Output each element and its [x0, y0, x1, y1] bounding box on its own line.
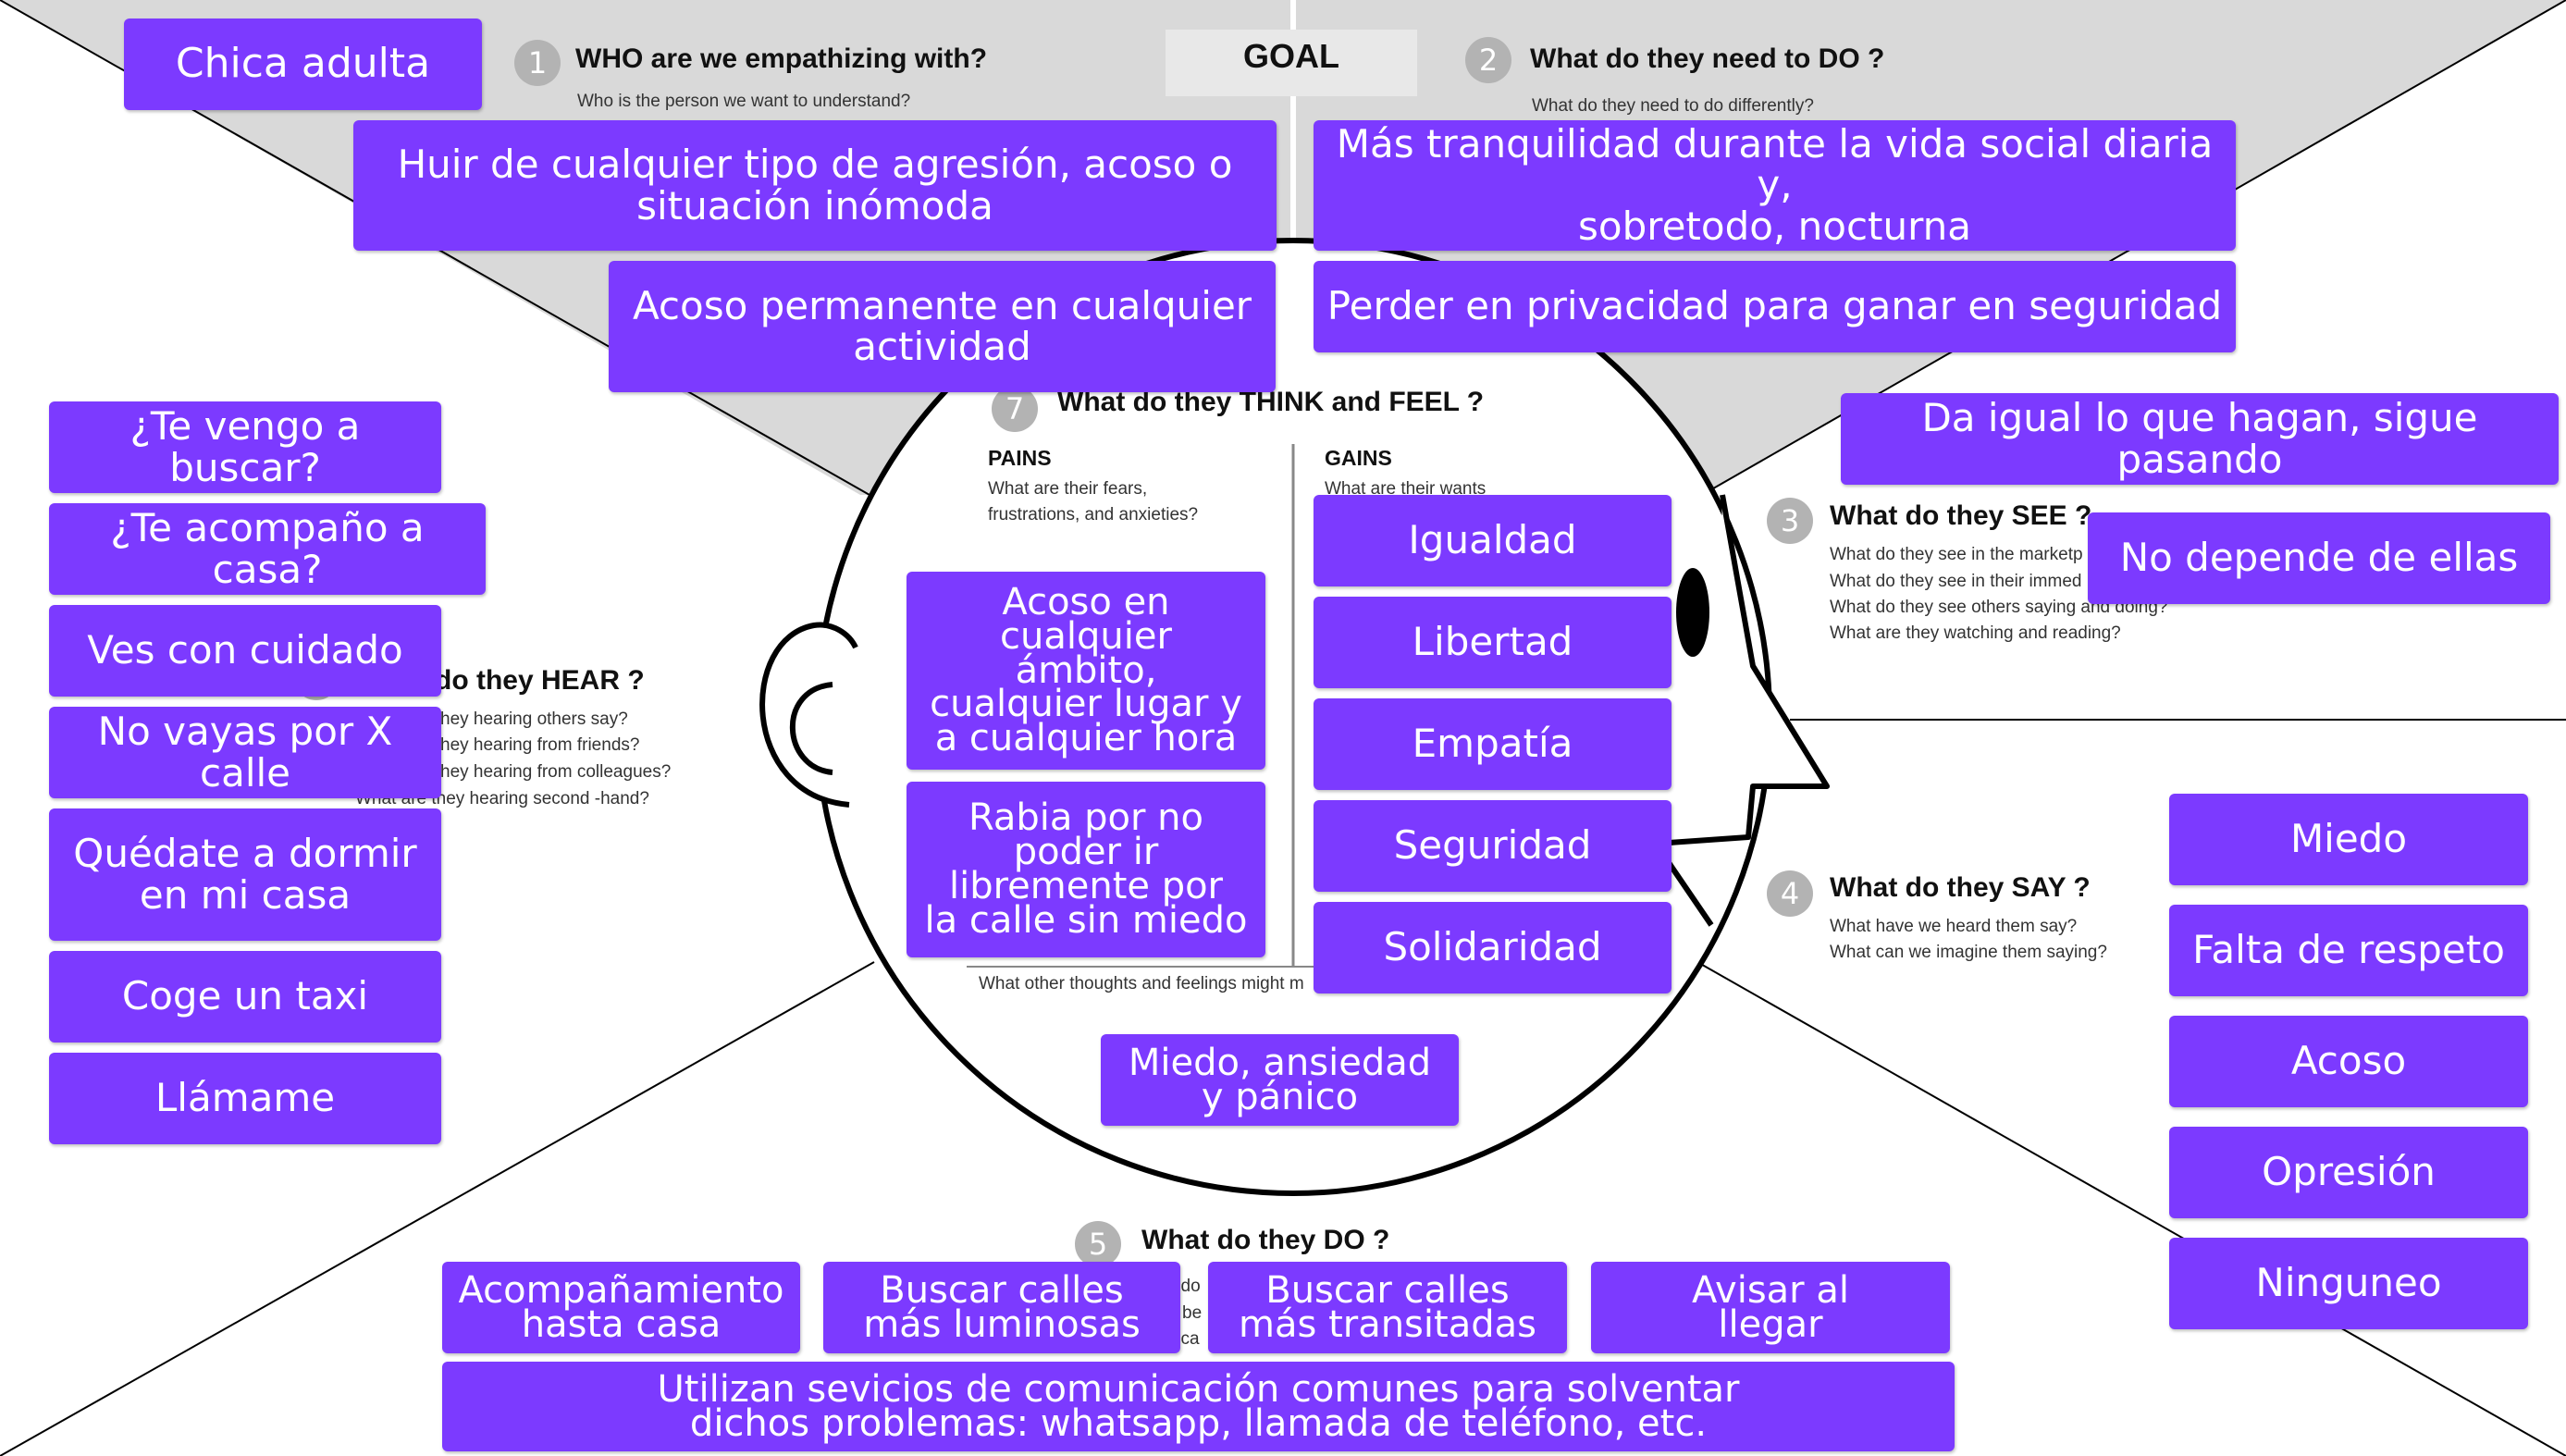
- sticky-note-gain-2[interactable]: Libertad: [1314, 597, 1672, 688]
- head-ear: [759, 622, 858, 808]
- sticky-note-say-1[interactable]: Miedo: [2169, 794, 2528, 885]
- gains-heading: GAINS: [1325, 446, 1392, 470]
- see-line-1: What do they see in the marketp: [1830, 545, 2083, 564]
- sticky-note-hear-1[interactable]: ¿Te vengo a buscar?: [49, 401, 441, 493]
- do-title: What do they DO ?: [1141, 1225, 1390, 1255]
- say-line-2: What can we imagine them saying?: [1830, 943, 2107, 962]
- diagonal-bottom-right: [1696, 961, 2566, 1456]
- sticky-note-goal-right-2[interactable]: Perder en privacidad para ganar en segur…: [1314, 261, 2236, 352]
- pains-heading: PAINS: [988, 446, 1052, 470]
- see-line-4: What are they watching and reading?: [1830, 623, 2121, 643]
- sticky-note-see-2[interactable]: No depende de ellas: [2088, 512, 2550, 604]
- head-ear-inner: [789, 682, 833, 775]
- see-title: What do they SEE ?: [1830, 500, 2092, 531]
- section-number-5: 5: [1075, 1221, 1121, 1267]
- sticky-note-hear-2[interactable]: ¿Te acompaño a casa?: [49, 503, 486, 595]
- who-subtitle: Who is the person we want to understand?: [577, 92, 911, 111]
- sticky-note-who[interactable]: Chica adulta: [124, 19, 482, 110]
- see-line-2: What do they see in their immed: [1830, 572, 2082, 591]
- section-number-3: 3: [1767, 498, 1813, 544]
- say-title: What do they SAY ?: [1830, 872, 2091, 903]
- sticky-note-say-2[interactable]: Falta de respeto: [2169, 905, 2528, 996]
- sticky-note-hear-7[interactable]: Llámame: [49, 1053, 441, 1144]
- goal-label: GOAL: [1243, 37, 1339, 75]
- see-line-3: What do they see others saying and doing…: [1830, 598, 2168, 617]
- section-number-1: 1: [514, 40, 561, 86]
- section-number-4: 4: [1767, 870, 1813, 917]
- pains-sub-1: What are their fears,: [988, 479, 1148, 499]
- sticky-note-gain-1[interactable]: Igualdad: [1314, 495, 1672, 586]
- sticky-note-hear-6[interactable]: Coge un taxi: [49, 951, 441, 1043]
- sticky-note-gain-3[interactable]: Empatía: [1314, 698, 1672, 790]
- hear-title: do they HEAR ?: [435, 665, 645, 696]
- sticky-note-gain-4[interactable]: Seguridad: [1314, 800, 1672, 892]
- hear-line-3: hey hearing from colleagues?: [440, 762, 672, 782]
- sticky-note-hear-4[interactable]: No vayas por X calle: [49, 707, 441, 798]
- sticky-note-pain-1[interactable]: Acoso en cualquier ámbito, cualquier lug…: [907, 572, 1265, 770]
- sticky-note-gain-5[interactable]: Solidaridad: [1314, 902, 1672, 993]
- diagonal-bottom-left: [0, 961, 875, 1456]
- sticky-note-say-4[interactable]: Opresión: [2169, 1127, 2528, 1218]
- do-need-subtitle: What do they need to do differently?: [1532, 96, 1814, 116]
- who-title: WHO are we empathizing with?: [575, 43, 988, 74]
- sticky-note-goal-left[interactable]: Huir de cualquier tipo de agresión, acos…: [353, 120, 1277, 251]
- think-feel-footer: What other thoughts and feelings might m: [979, 974, 1304, 993]
- sticky-note-see-1[interactable]: Da igual lo que hagan, sigue pasando: [1841, 393, 2559, 485]
- section-number-2: 2: [1465, 37, 1511, 83]
- sticky-note-hear-3[interactable]: Ves con cuidado: [49, 605, 441, 697]
- sticky-note-do-wide[interactable]: Utilizan sevicios de comunicación comune…: [442, 1362, 1955, 1451]
- head-eye: [1676, 568, 1709, 657]
- pains-sub-2: frustrations, and anxieties?: [988, 505, 1199, 524]
- do-fragment-2: be: [1182, 1303, 1203, 1323]
- gains-sub: What are their wants: [1325, 479, 1487, 499]
- do-need-title: What do they need to DO ?: [1530, 43, 1885, 74]
- sticky-note-say-5[interactable]: Ninguneo: [2169, 1238, 2528, 1329]
- goal-box: [1166, 30, 1417, 96]
- sticky-note-say-3[interactable]: Acoso: [2169, 1016, 2528, 1107]
- sticky-note-pain-2[interactable]: Rabia por no poder ir libremente por la …: [907, 782, 1265, 957]
- sticky-note-goal-right[interactable]: Más tranquilidad durante la vida social …: [1314, 120, 2236, 251]
- say-line-1: What have we heard them say?: [1830, 917, 2078, 936]
- hear-line-2: hey hearing from friends?: [440, 735, 640, 755]
- hear-line-1: hey hearing others say?: [440, 709, 628, 729]
- section-number-7: 7: [992, 386, 1038, 432]
